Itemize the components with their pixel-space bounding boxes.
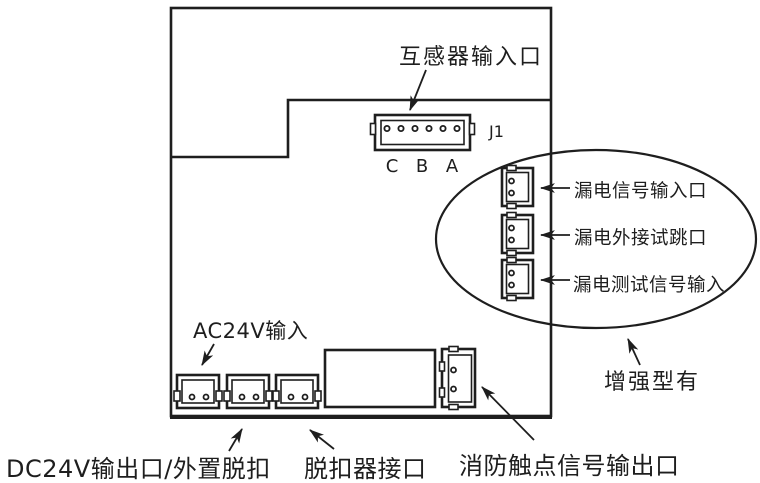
connector-inner [447, 354, 473, 403]
connector-top-tab [506, 164, 517, 172]
leakage-external-test-trip-label: 漏电外接试跳口 [574, 228, 707, 249]
leakage-test-signal-input-label: 漏电测试信号输入 [573, 275, 725, 296]
j1-ref-label: J1 [488, 122, 504, 141]
pin-dot [508, 177, 515, 185]
pin-dot [238, 393, 246, 401]
j1-right-tab [468, 122, 476, 136]
connector-inner [505, 171, 530, 203]
dc24v-output-arrow [228, 428, 243, 452]
enhanced-type-label: 增强型有 [604, 370, 700, 395]
pin-dot [508, 236, 515, 244]
fire-contact-output-arrow [481, 386, 535, 441]
connector-inner [505, 263, 530, 295]
pin-dot [508, 189, 515, 197]
leakage-signal-input-label: 漏电信号输入口 [574, 181, 707, 202]
pin-dot [450, 385, 457, 393]
connector-left-tab [272, 390, 280, 402]
trip-unit-port-arrow [309, 429, 335, 450]
pin-dot [439, 125, 447, 133]
fire-contact-output-connector [438, 345, 477, 411]
enhanced-region-ellipse [434, 148, 758, 330]
leakage-external-test-trip-connector [500, 211, 535, 257]
connector-right-tab [314, 390, 322, 402]
dc24v-output-connector [223, 373, 273, 410]
connector-left-tab [223, 390, 231, 402]
connector-inner [505, 218, 530, 250]
enhanced-type-arrow [627, 338, 641, 366]
connector-bottom-tab [506, 294, 517, 302]
pin-dot [397, 125, 405, 133]
connector-left-tab [173, 390, 181, 402]
pin-dot [508, 281, 515, 289]
pin-dot [425, 125, 433, 133]
connector-bottom-tab [506, 202, 517, 210]
leakage-test-signal-connector [500, 256, 535, 302]
connector-bottom-tab [506, 249, 517, 257]
connector-left-tab [438, 387, 446, 398]
j1-pin-label-a: A [446, 156, 459, 177]
pin-dot [202, 393, 210, 401]
leakage-signal-input-connector [500, 164, 535, 210]
j1-pin-label-b: B [416, 156, 428, 177]
j1-left-tab [369, 122, 377, 136]
transformer-input-label: 互感器输入口 [399, 45, 543, 70]
pin-dot [508, 269, 515, 277]
connector-outer [440, 347, 477, 409]
connector-top-tab [506, 211, 517, 219]
transformer-input-arrow [409, 69, 427, 111]
connector-left-tab [438, 361, 446, 372]
ac24v-input-label: AC24V输入 [193, 319, 308, 343]
connector-bottom-tab [448, 403, 459, 411]
connector-inner [181, 379, 215, 404]
j1-connector-inner [380, 119, 465, 146]
connector-outer [500, 213, 535, 255]
connector-top-tab [448, 345, 459, 353]
pin-dot [252, 393, 260, 401]
pin-dot [188, 393, 196, 401]
connector-right-tab [215, 390, 223, 402]
pin-dot [508, 224, 515, 232]
component-block [323, 348, 437, 409]
fire-contact-output-label: 消防触点信号输出口 [459, 452, 680, 480]
j1-pin-label-c: C [386, 156, 399, 177]
pin-dot [383, 125, 391, 133]
connector-outer [500, 258, 535, 300]
pin-dot [287, 393, 295, 401]
j1-connector [369, 113, 476, 152]
dc24v-output-label: DC24V输出口/外置脱扣 [6, 455, 271, 483]
connector-inner [231, 379, 265, 404]
trip-unit-port-label: 脱扣器接口 [304, 455, 427, 483]
pin-dot [411, 125, 419, 133]
trip-unit-connector [272, 373, 322, 410]
connector-outer [500, 166, 535, 208]
pin-dot [450, 366, 457, 374]
pin-dot [301, 393, 309, 401]
pin-dot [453, 125, 461, 133]
connector-right-tab [265, 390, 273, 402]
ac24v-input-arrow [201, 343, 215, 366]
ac24v-input-connector [173, 373, 223, 410]
connector-top-tab [506, 256, 517, 264]
connector-inner [280, 379, 314, 404]
